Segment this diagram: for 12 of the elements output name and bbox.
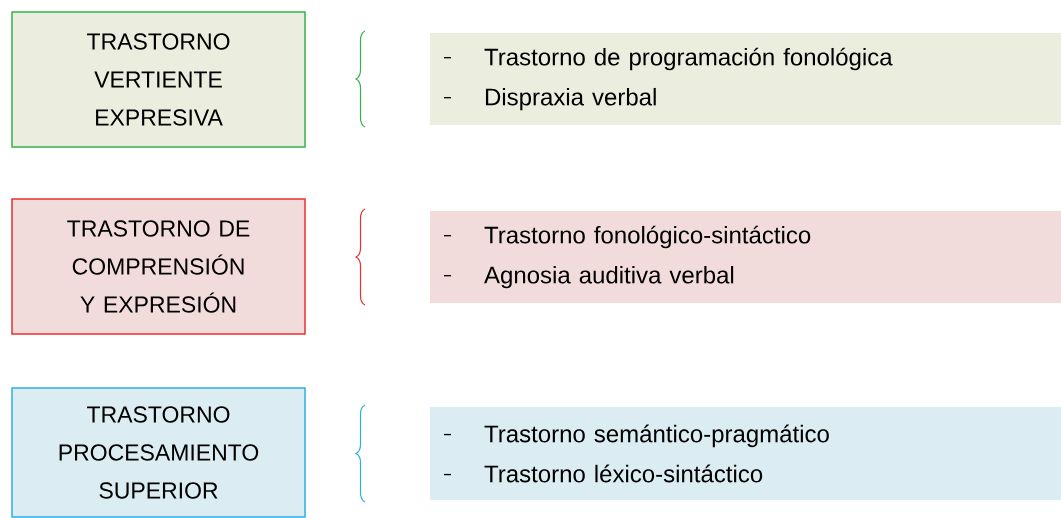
category-box: TRASTORNO PROCESAMIENTO SUPERIOR [11, 387, 306, 518]
list-band [430, 407, 1061, 500]
list-item: Agnosia auditiva verbal [484, 265, 734, 289]
category-box: TRASTORNO VERTIENTE EXPRESIVA [11, 11, 306, 148]
list-band [430, 211, 1061, 303]
list-item: Trastorno fonológico-sintáctico [484, 225, 811, 249]
list-band [430, 33, 1061, 125]
list-item: Trastorno léxico-sintáctico [484, 464, 763, 483]
list-item: Trastorno de programación fonológica [484, 47, 893, 71]
category-box: TRASTORNO DE COMPRENSIÓN Y EXPRESIÓN [11, 198, 306, 335]
list-item: Trastorno semántico-pragmático [484, 424, 829, 448]
list-item: Dispraxia verbal [485, 87, 656, 111]
